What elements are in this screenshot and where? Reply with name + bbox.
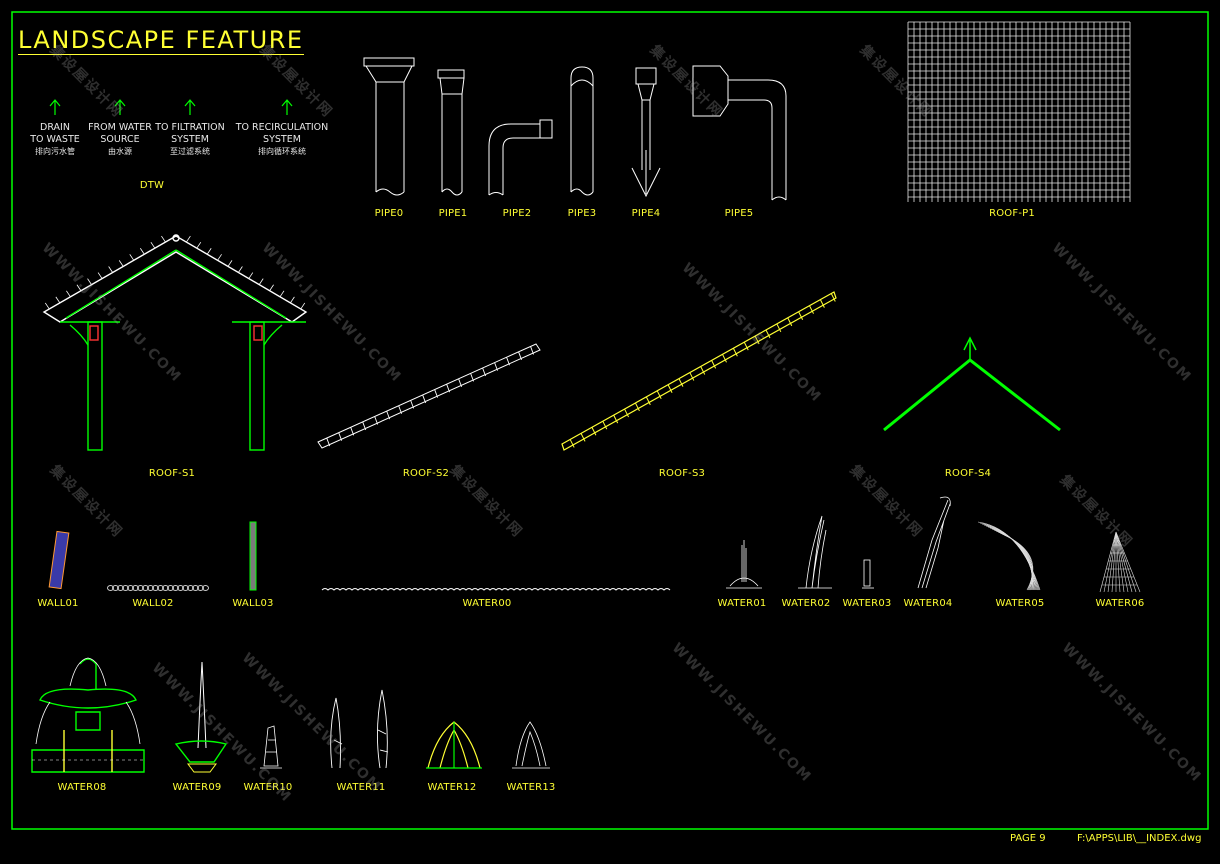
label-pipe3: PIPE3	[567, 208, 597, 219]
legend-line2: SYSTEM	[171, 134, 209, 145]
label-water08: WATER08	[57, 782, 107, 793]
water10-symbol	[260, 725, 282, 769]
label-water10: WATER10	[243, 782, 293, 793]
legend-line2: SYSTEM	[263, 134, 301, 145]
legend-line1: FROM WATER	[88, 122, 152, 133]
file-path: F:\APPS\LIB\__INDEX.dwg	[1077, 833, 1202, 844]
label-roof-s1: ROOF-S1	[148, 468, 196, 479]
label-water00: WATER00	[462, 598, 512, 609]
pipe3-symbol	[570, 66, 594, 196]
sheet-border	[11, 11, 1209, 830]
label-pipe5: PIPE5	[724, 208, 754, 219]
label-pipe4: PIPE4	[631, 208, 661, 219]
water09-symbol	[174, 661, 228, 773]
legend-line1: TO FILTRATION	[155, 122, 225, 133]
legend-line2: SOURCE	[100, 134, 140, 145]
water01-symbol	[726, 540, 762, 589]
pipe2-symbol	[488, 119, 553, 196]
legend-zh: 排向污水管	[34, 147, 75, 156]
wall03-symbol	[249, 521, 257, 591]
label-water06: WATER06	[1095, 598, 1145, 609]
watermark-text: WWW.JISHEWU.COM	[1048, 240, 1195, 387]
legend-to-recirculation: TO RECIRCULATION SYSTEM 排向循环系统	[236, 122, 329, 158]
page-number: PAGE 9	[1010, 833, 1046, 844]
label-water12: WATER12	[427, 782, 477, 793]
pipe1-symbol	[437, 69, 465, 196]
watermark-text: WWW.JISHEWU.COM	[1058, 640, 1205, 787]
roof-s1-pavilion	[42, 234, 308, 451]
pipe4-symbol	[631, 67, 661, 198]
label-water13: WATER13	[506, 782, 556, 793]
label-water02: WATER02	[781, 598, 831, 609]
water02-symbol	[798, 515, 832, 589]
water06-symbol	[1099, 531, 1141, 593]
pipe0-symbol	[363, 57, 415, 196]
label-water09: WATER09	[172, 782, 222, 793]
water12-symbol	[426, 721, 482, 769]
roof-s4-ridge	[883, 336, 1061, 432]
wall01-symbol	[48, 530, 70, 590]
watermark-text: 集设屋设计网	[856, 42, 936, 122]
watermark-text: WWW.JISHEWU.COM	[258, 240, 405, 387]
label-water03: WATER03	[842, 598, 892, 609]
water04-symbol	[917, 496, 951, 589]
water03-symbol	[862, 559, 874, 589]
label-wall02: WALL02	[132, 598, 174, 609]
legend-to-filtration: TO FILTRATION SYSTEM 至过滤系统	[155, 122, 225, 158]
legend-line2: TO WASTE	[30, 134, 80, 145]
roof-s3-slope	[561, 291, 837, 451]
label-wall01: WALL01	[37, 598, 79, 609]
watermark-text: WWW.JISHEWU.COM	[668, 640, 815, 787]
label-pipe2: PIPE2	[502, 208, 532, 219]
sheet-title: LANDSCAPE FEATURE	[18, 26, 304, 55]
roof-s1-tile-ticks	[44, 235, 306, 310]
watermark-text: WWW.JISHEWU.COM	[678, 260, 825, 407]
roof-s3-tiles	[569, 293, 836, 448]
label-water11: WATER11	[336, 782, 386, 793]
legend-from-water-source: FROM WATER SOURCE 由水源	[88, 122, 152, 158]
pipe5-symbol	[692, 65, 787, 201]
label-roof-p1: ROOF-P1	[989, 208, 1035, 219]
legend-drain-to-waste: DRAIN TO WASTE 排向污水管	[30, 122, 80, 158]
legend-tag: DTW	[139, 180, 165, 191]
watermark-text: 集设屋设计网	[846, 462, 926, 542]
legend-zh: 至过滤系统	[170, 147, 210, 156]
label-water05: WATER05	[995, 598, 1045, 609]
water00-symbol	[321, 588, 671, 591]
roof-s2-tiles	[326, 346, 534, 447]
label-wall03: WALL03	[232, 598, 274, 609]
watermark-text: WWW.JISHEWU.COM	[38, 240, 185, 387]
label-roof-s2: ROOF-S2	[402, 468, 450, 479]
watermark-text: 集设屋设计网	[46, 462, 126, 542]
legend-zh: 排向循环系统	[257, 147, 306, 156]
wall02-symbol	[107, 585, 209, 591]
legend-line1: DRAIN	[40, 122, 70, 133]
water13-symbol	[512, 721, 550, 769]
legend-line1: TO RECIRCULATION	[235, 122, 329, 133]
water08-symbol	[31, 657, 145, 773]
label-roof-s4: ROOF-S4	[944, 468, 992, 479]
roof-s2-slope	[317, 343, 541, 449]
water05-symbol	[977, 521, 1041, 591]
watermark-text: 集设屋设计网	[646, 42, 726, 122]
label-water01: WATER01	[717, 598, 767, 609]
watermark-text: 集设屋设计网	[446, 462, 526, 542]
label-roof-s3: ROOF-S3	[658, 468, 706, 479]
watermark-text: 集设屋设计网	[1056, 472, 1136, 552]
label-pipe0: PIPE0	[374, 208, 404, 219]
legend-arrows	[49, 99, 293, 115]
label-pipe1: PIPE1	[438, 208, 468, 219]
legend-zh: 由水源	[108, 147, 132, 156]
roof-p1-pattern	[907, 21, 1131, 202]
label-water04: WATER04	[903, 598, 953, 609]
water11-symbol	[330, 689, 389, 769]
